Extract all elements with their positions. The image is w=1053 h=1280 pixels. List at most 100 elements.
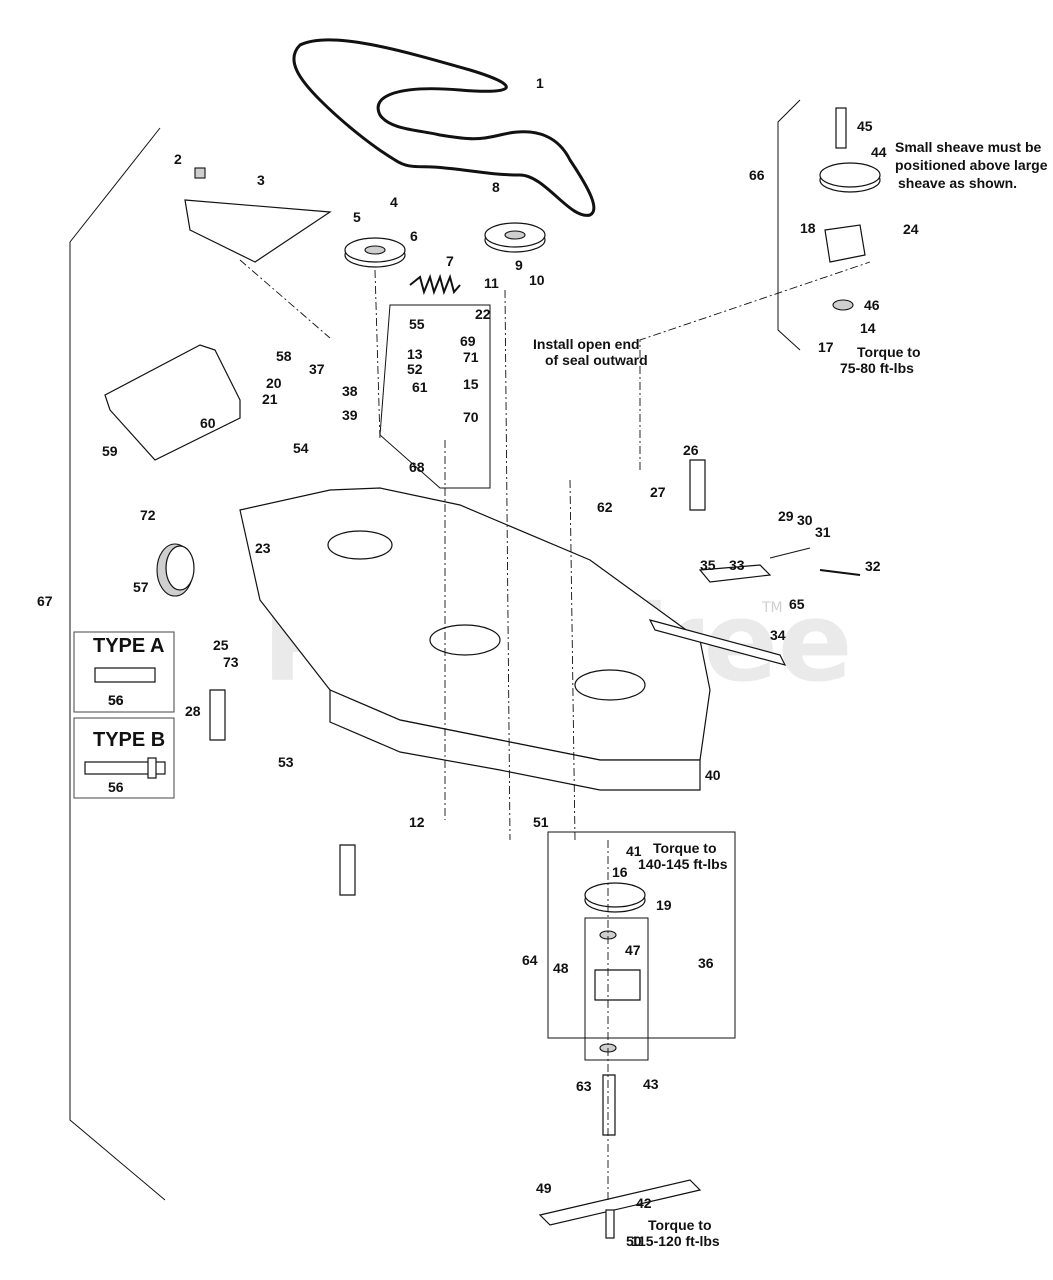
- callout: 64: [522, 952, 538, 968]
- callout: 19: [656, 897, 672, 913]
- bracket-28b: [339, 844, 356, 896]
- mower-deck: [239, 487, 711, 761]
- callout: 54: [293, 440, 309, 456]
- spindle-inner-box: [584, 917, 649, 1061]
- svg-text:Torque to: Torque to: [653, 840, 717, 856]
- idler-arm-18: [824, 224, 866, 263]
- callout: 42: [636, 1195, 652, 1211]
- svg-text:Torque to: Torque to: [648, 1217, 712, 1233]
- callout: 65: [789, 596, 805, 612]
- callout: 45: [857, 118, 873, 134]
- callout: 7: [446, 253, 454, 269]
- callout: 69: [460, 333, 476, 349]
- callout: 10: [529, 272, 545, 288]
- callout: 29: [778, 508, 794, 524]
- callout: 55: [409, 316, 425, 332]
- svg-text:140-145 ft-lbs: 140-145 ft-lbs: [638, 856, 728, 872]
- assembly-bracket-66: [777, 99, 801, 351]
- bracket-28a: [209, 689, 226, 741]
- callout: 25: [213, 637, 229, 653]
- spindle-shaft: [602, 1074, 616, 1136]
- clip: [194, 167, 206, 179]
- callout: 4: [390, 194, 398, 210]
- callout: 15: [463, 376, 479, 392]
- callout-labels: 1 2 3 4 5 6 7 8 9 10 11 12 13 14 15 16 1…: [37, 75, 919, 1249]
- spindle-port-center: [429, 624, 501, 656]
- lift-rod-34: [648, 619, 787, 666]
- svg-text:56: 56: [108, 692, 124, 708]
- callout: 35: [700, 557, 716, 573]
- callout: 62: [597, 499, 613, 515]
- callout: 20: [266, 375, 282, 391]
- belt-cover: [184, 199, 332, 263]
- callout: 33: [729, 557, 745, 573]
- callout: 70: [463, 409, 479, 425]
- svg-text:sheave as shown.: sheave as shown.: [898, 175, 1017, 191]
- callout: 41: [626, 843, 642, 859]
- callout: 63: [576, 1078, 592, 1094]
- svg-text:Torque to: Torque to: [857, 344, 921, 360]
- callout: 1: [536, 75, 544, 91]
- bracket-28c: [689, 459, 706, 511]
- callout: 27: [650, 484, 666, 500]
- callout: 48: [553, 960, 569, 976]
- type-b-box: [73, 717, 175, 799]
- note-torque-blade: Torque to 115-120 ft-lbs: [631, 1217, 720, 1249]
- callout: 37: [309, 361, 325, 377]
- note-sheave: Small sheave must be positioned above la…: [895, 139, 1048, 191]
- callout: 23: [255, 540, 271, 556]
- svg-text:115-120 ft-lbs: 115-120 ft-lbs: [631, 1233, 720, 1249]
- callout: 16: [612, 864, 628, 880]
- svg-text:positioned above large: positioned above large: [895, 157, 1048, 173]
- callout: 13: [407, 346, 423, 362]
- callout: 12: [409, 814, 425, 830]
- callout: 59: [102, 443, 118, 459]
- bolt-32: [819, 569, 861, 576]
- callout: 52: [407, 361, 423, 377]
- callout: 68: [409, 459, 425, 475]
- callout: 39: [342, 407, 358, 423]
- spindle-port-right: [574, 669, 646, 701]
- callout: 73: [223, 654, 239, 670]
- callout: 8: [492, 179, 500, 195]
- callout: 60: [200, 415, 216, 431]
- type-a-box: [73, 631, 175, 713]
- blade-bolt: [605, 1209, 615, 1239]
- callout: 36: [698, 955, 714, 971]
- callout: 18: [800, 220, 816, 236]
- callout: 17: [818, 339, 834, 355]
- callout: 46: [864, 297, 880, 313]
- callout: 3: [257, 172, 265, 188]
- callout: 14: [860, 320, 876, 336]
- callout: 30: [797, 512, 813, 528]
- svg-text:of seal outward: of seal outward: [545, 352, 648, 368]
- callout: 56: [108, 692, 124, 708]
- callout: 67: [37, 593, 53, 609]
- callout: 51: [533, 814, 549, 830]
- callout: 28: [185, 703, 201, 719]
- assembly-bracket-67: [69, 127, 166, 1201]
- callout: 22: [475, 306, 491, 322]
- callout: 32: [865, 558, 881, 574]
- callout: 49: [536, 1180, 552, 1196]
- watermark-tm: TM: [761, 600, 783, 616]
- type-b-shaft: [84, 761, 166, 775]
- callout: 38: [342, 383, 358, 399]
- callout: 57: [133, 579, 149, 595]
- callout: 2: [174, 151, 182, 167]
- svg-text:56: 56: [108, 779, 124, 795]
- type-a-title: TYPE A: [93, 635, 165, 657]
- callout: 6: [410, 228, 418, 244]
- svg-text:Small sheave must be: Small sheave must be: [895, 139, 1042, 155]
- callout: 31: [815, 524, 831, 540]
- note-seal: Install open end of seal outward: [533, 336, 648, 368]
- callout: 11: [484, 275, 499, 291]
- callout: 44: [871, 144, 887, 160]
- callout: 40: [705, 767, 721, 783]
- idler-arm-box: [379, 304, 491, 489]
- callout: 43: [643, 1076, 659, 1092]
- mower-blade: [538, 1179, 702, 1226]
- type-a-shaft: [94, 667, 156, 683]
- spindle-port-left: [327, 530, 393, 560]
